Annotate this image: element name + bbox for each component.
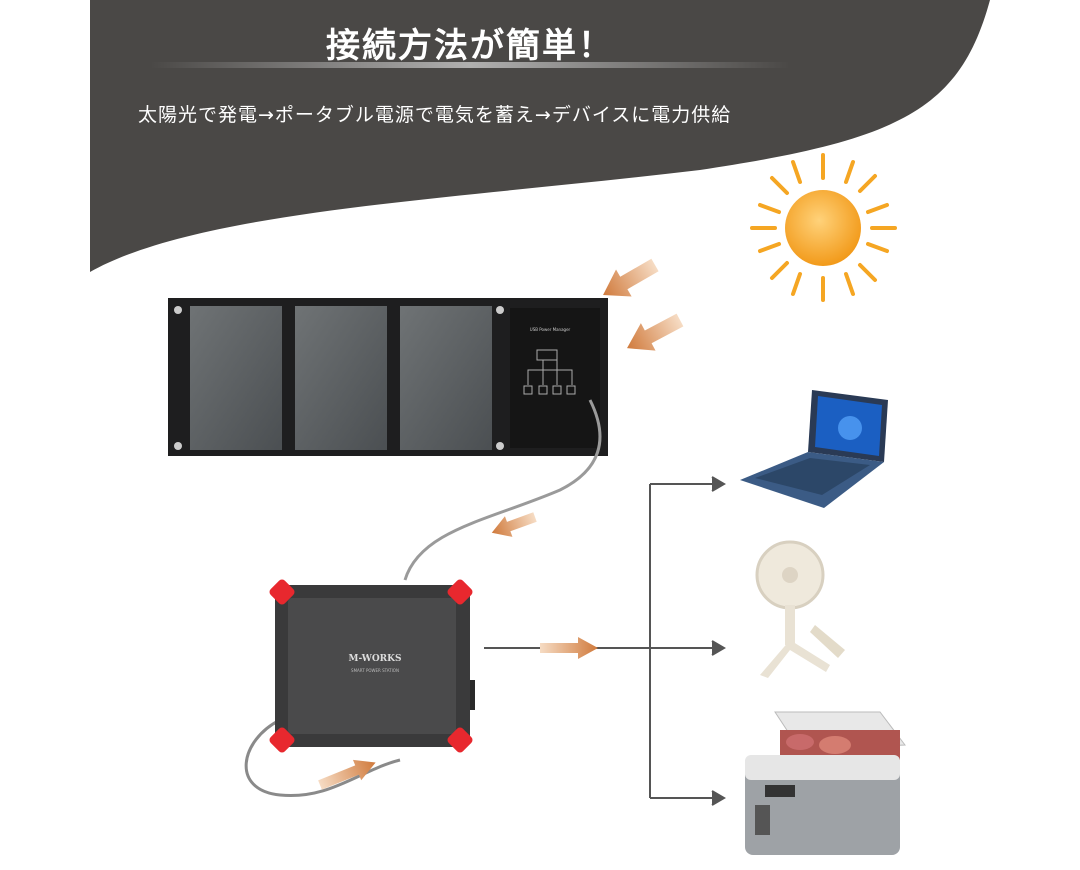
fan-icon bbox=[755, 540, 845, 678]
portable-fridge-icon bbox=[745, 711, 906, 855]
panel-to-station-arrow bbox=[491, 512, 537, 537]
solar-panel bbox=[168, 298, 608, 456]
power-station-model: SMART POWER STATION bbox=[351, 668, 399, 673]
power-station-brand: M-WORKS bbox=[348, 654, 402, 664]
title-underline bbox=[150, 62, 790, 68]
laptop-icon bbox=[740, 390, 888, 508]
sunlight-arrow-2 bbox=[627, 313, 684, 351]
sunlight-arrow-1 bbox=[603, 258, 659, 297]
sun-icon bbox=[750, 153, 897, 302]
page-subtitle: 太陽光で発電→ポータブル電源で電気を蓄え→デバイスに電力供給 bbox=[138, 104, 732, 126]
cable-input-arrow bbox=[318, 759, 376, 790]
solar-panel-label: USB Power Manager bbox=[529, 327, 571, 332]
output-arrow bbox=[540, 637, 598, 659]
power-station bbox=[269, 579, 475, 753]
header-background bbox=[90, 0, 990, 272]
panel-cable bbox=[403, 399, 602, 581]
distribution-lines bbox=[649, 476, 726, 806]
page-title: 接続方法が簡単！ bbox=[326, 26, 614, 66]
